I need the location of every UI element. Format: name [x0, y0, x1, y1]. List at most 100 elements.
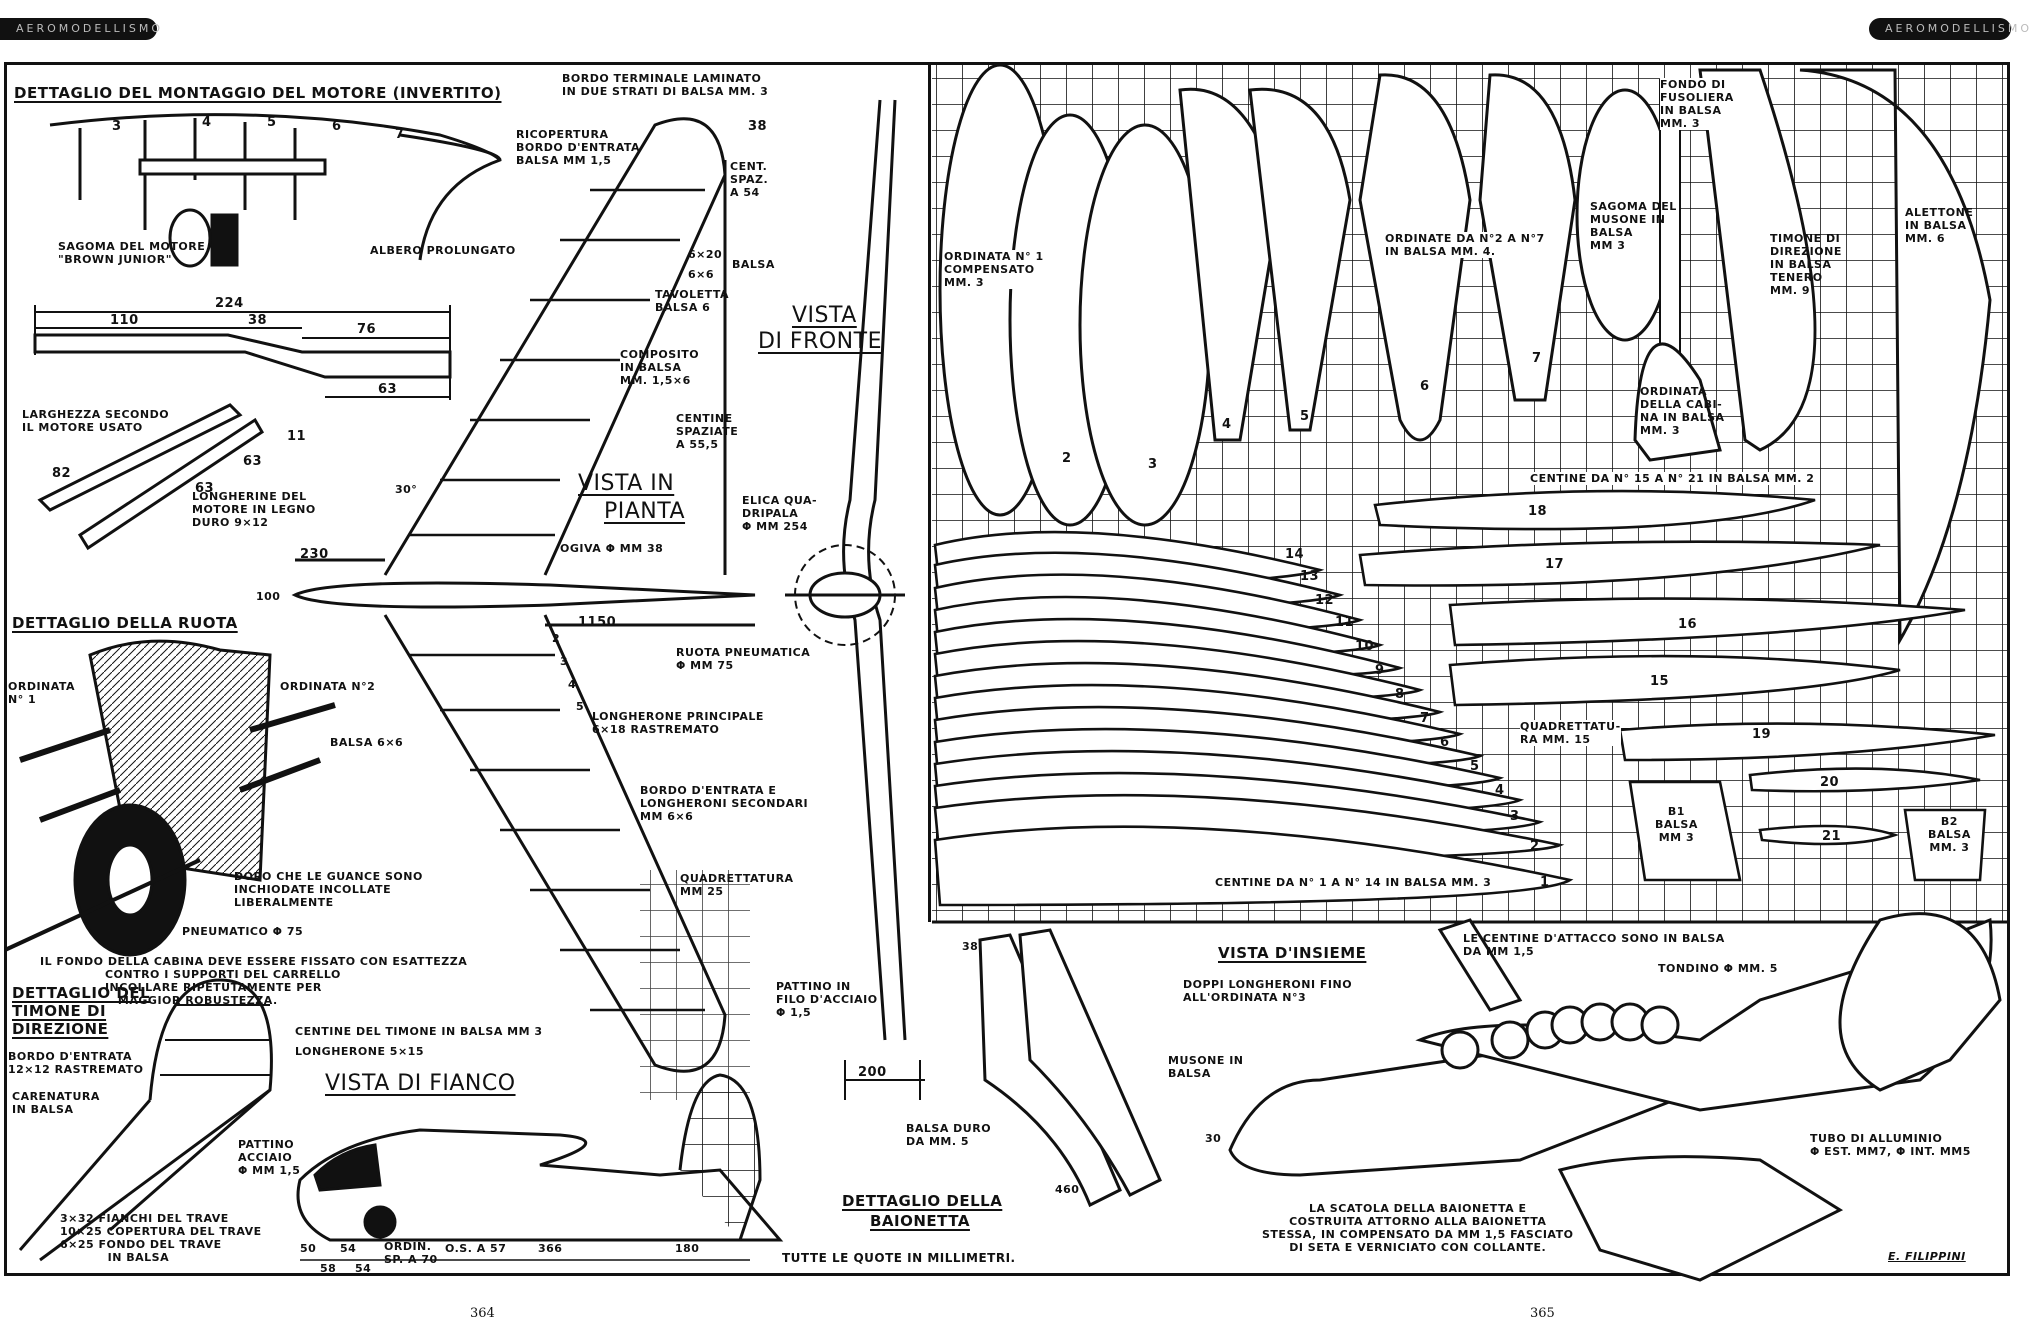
rib-number: 1: [1540, 875, 1550, 890]
bayonet-dim-460: 460: [1055, 1183, 1080, 1196]
side-view-title: VISTA DI FIANCO: [325, 1071, 516, 1096]
tip-dim: 38: [748, 119, 768, 134]
rib-number: 12: [1315, 593, 1335, 608]
motor-shape-label: SAGOMA DEL MOTORE "BROWN JUNIOR": [58, 240, 206, 266]
rib-number: 6: [1440, 735, 1450, 750]
plan-view-title-1: VISTA IN: [578, 471, 675, 496]
part-b1-label: B1 BALSA mm 3: [1655, 805, 1698, 844]
wheel-label: RUOTA PNEUMATICA ϕ mm 75: [676, 646, 811, 672]
rudder-detail-title: DETTAGLIO DEL TIMONE DI DIREZIONE: [12, 984, 151, 1038]
tip-rib-spacing: CENT. SPAZ. A 54: [730, 160, 769, 199]
bayonet-box-note: LA SCATOLA DELLA BAIONETTA E COSTRUITA A…: [1262, 1202, 1574, 1254]
rib-number: 15: [1650, 674, 1670, 689]
bearers-label: LONGHERINE DEL MOTORE IN LEGNO DURO 9×12: [192, 490, 316, 529]
motor-detail-title: DETTAGLIO DEL MONTAGGIO DEL MOTORE (INVE…: [14, 84, 502, 102]
magazine-header-right: AEROMODELLISMO: [1869, 18, 2029, 40]
rib-number: 9: [1375, 663, 1385, 678]
wing-rib-number: 4: [568, 678, 577, 691]
former1-label: ORDINATA n° 1: [8, 680, 76, 706]
dim-76: 76: [357, 322, 377, 337]
dowel-label: TONDINO ϕ mm. 5: [1658, 962, 1778, 975]
motor-former-number: 3: [112, 119, 122, 134]
dim-63: 63: [378, 382, 398, 397]
bayonet-dim-30: 30: [1205, 1132, 1222, 1145]
dim-200: 200: [858, 1065, 887, 1080]
shaft-label: ALBERO PROLUNGATO: [370, 244, 516, 257]
grid-15-label: QUADRETTATU- RA mm. 15: [1520, 720, 1621, 746]
wheel-detail-title: DETTAGLIO DELLA RUOTA: [12, 614, 238, 632]
rib-number: 3: [1510, 809, 1520, 824]
ribs-1-14-label: CENTINE DA n° 1 A n° 14 IN BALSA mm. 3: [1215, 876, 1492, 889]
nose-balsa-label: MUSONE IN BALSA: [1168, 1054, 1244, 1080]
cabin-former-label: ORDINATA DELLA CABI- NA IN BALSA mm. 3: [1640, 385, 1725, 437]
bayonet-title-2: BAIONETTA: [870, 1212, 970, 1230]
ribs-15-21-label: CENTINE DA n° 15 A n° 21 IN BALSA mm. 2: [1530, 472, 1815, 485]
rib-number: 7: [1420, 711, 1430, 726]
side-dim: 58: [320, 1262, 337, 1275]
alu-tube-label: TUBO DI ALLUMINIO ϕ EST. mm7, ϕ INT. mm5: [1810, 1132, 1971, 1158]
former-number: 7: [1532, 351, 1542, 366]
page-number-right: 365: [1530, 1306, 1555, 1321]
part-b2-label: B2 BALSA mm. 3: [1928, 815, 1971, 854]
former2-label: ORDINATA n°2: [280, 680, 376, 693]
cabin-note: IL FONDO DELLA CABINA DEVE ESSERE FISSAT…: [40, 955, 468, 1007]
signature: E. Filippini: [1888, 1250, 1966, 1263]
dim-224: 224: [215, 296, 244, 311]
wing-rib-number: 5: [576, 700, 585, 713]
former-number: 4: [1222, 417, 1232, 432]
formers-2-7-label: ORDINATE DA n°2 A n°7 IN BALSA mm. 4.: [1385, 232, 1545, 258]
side-dim: 180: [675, 1242, 700, 1255]
rib-number: 11: [1335, 615, 1355, 630]
boom-notes: 3×32 FIANCHI DEL TRAVE 10×25 COPERTURA D…: [60, 1212, 262, 1264]
nose-shape-label: SAGOMA DEL MUSONE IN BALSA mm 3: [1590, 200, 1677, 252]
former-number: 2: [1062, 451, 1072, 466]
rudder-spar-label: LONGHERONE 5×15: [295, 1045, 424, 1058]
rib-number: 10: [1355, 639, 1375, 654]
drawing-frame: [4, 62, 2010, 1276]
rib-number: 21: [1822, 829, 1842, 844]
side-dim: 50: [300, 1242, 317, 1255]
former-number: 3: [1148, 457, 1158, 472]
bayonet-title-1: DETTAGLIO DELLA: [842, 1192, 1003, 1210]
dim-38: 38: [248, 313, 268, 328]
side-dim: 366: [538, 1242, 563, 1255]
grid-25-label: QUADRETTATURA mm 25: [680, 872, 794, 898]
rib-number: 20: [1820, 775, 1840, 790]
fuselage-floor-label: FONDO DI FUSOLIERA IN BALSA mm. 3: [1660, 78, 1734, 130]
rib-number: 8: [1395, 687, 1405, 702]
wing-tip-label: BORDO TERMINALE LAMINATO IN DUE STRATI D…: [562, 72, 769, 98]
dim-230: 230: [300, 547, 329, 562]
rudder-ribs-label: CENTINE DEL TIMONE IN BALSA mm 3: [295, 1025, 543, 1038]
mount-dim: 82: [52, 466, 72, 481]
rib-number: 18: [1528, 504, 1548, 519]
bayonet-dim-38: 38: [962, 940, 979, 953]
dim-110: 110: [110, 313, 139, 328]
former1-part-label: ORDINATA n° 1 COMPENSATO mm. 3: [944, 250, 1044, 289]
mount-dim: 11: [287, 429, 307, 444]
rudder-part-label: TIMONE DI DIREZIONE IN BALSA TENERO mm. …: [1770, 232, 1842, 297]
wing-rib-number: 2: [552, 632, 561, 645]
balsa-label: BALSA: [732, 258, 775, 271]
magazine-header-left: AEROMODELLISMO: [0, 18, 160, 40]
mount-dim: 63: [243, 454, 263, 469]
side-dim: 54: [340, 1242, 357, 1255]
tavoletta-label: TAVOLETTA BALSA 6: [655, 288, 730, 314]
sweep-angle: 30°: [395, 483, 418, 496]
rudder-le-label: BORDO D'ENTRATA 12×12 RASTREMATO: [8, 1050, 144, 1076]
rib-number: 14: [1285, 547, 1305, 562]
cheeks-note: DOPO CHE LE GUANCE SONO INCHIODATE INCOL…: [234, 870, 423, 909]
balsa-6x20: 6×20: [688, 248, 723, 261]
rib-number: 2: [1530, 839, 1540, 854]
rib-number: 16: [1678, 617, 1698, 632]
front-view-title-2: DI FRONTE: [758, 329, 882, 354]
side-dim: ORDIN. SP. A 70: [384, 1240, 438, 1266]
skid-label: PATTINO IN FILO D'ACCIAIO ϕ 1,5: [776, 980, 878, 1019]
tyre-label: PNEUMATICO ϕ 75: [182, 925, 304, 938]
panel-divider: [928, 62, 931, 922]
former-number: 6: [1420, 379, 1430, 394]
motor-former-number: 7: [395, 127, 405, 142]
motor-former-number: 5: [267, 115, 277, 130]
le-spars-label: BORDO D'ENTRATA E LONGHERONI SECONDARI m…: [640, 784, 809, 823]
spinner-label: OGIVA ϕ mm 38: [560, 542, 664, 555]
balsa-6x6: 6×6: [688, 268, 715, 281]
